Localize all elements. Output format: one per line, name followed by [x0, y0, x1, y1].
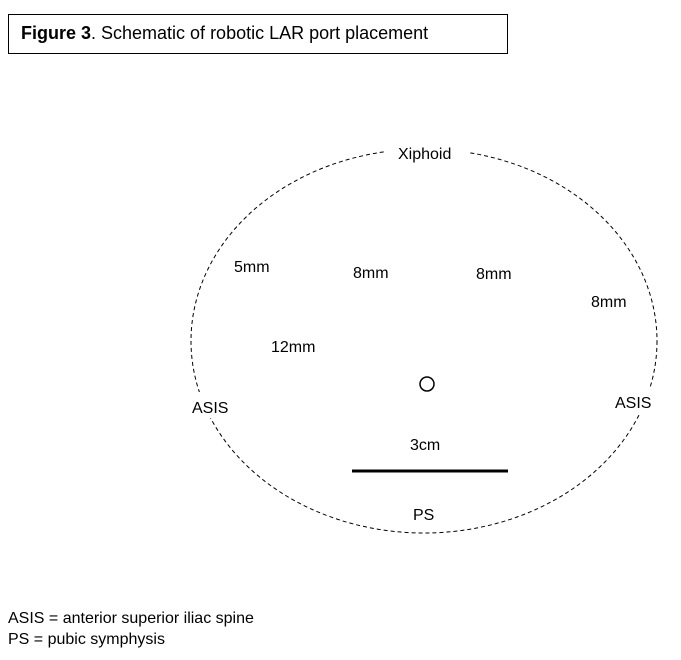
port-5mm-label: 5mm — [234, 259, 270, 276]
port-8mm-label-b: 8mm — [476, 266, 512, 283]
ps-label: PS — [413, 507, 434, 524]
figure-caption-text: . Schematic of robotic LAR port placemen… — [91, 23, 429, 43]
legend: ASIS = anterior superior iliac spine PS … — [8, 608, 254, 650]
port-8mm-label-c: 8mm — [591, 294, 627, 311]
ps-label-bg — [400, 500, 452, 528]
legend-line-asis: ASIS = anterior superior iliac spine — [8, 610, 254, 627]
xiphoid-label: Xiphoid — [398, 146, 451, 163]
asis-right-label-bg — [610, 387, 660, 413]
asis-right-label: ASIS — [615, 395, 651, 412]
abdomen-outline — [190, 148, 658, 534]
xiphoid-label-bg — [386, 138, 470, 166]
port-12mm-label: 12mm — [271, 339, 315, 356]
figure-caption: Figure 3. Schematic of robotic LAR port … — [21, 23, 428, 44]
umbilicus-marker — [419, 376, 435, 392]
asis-left-label-bg — [186, 392, 236, 418]
legend-line-ps: PS = pubic symphysis — [8, 631, 165, 648]
port-8mm-label-a: 8mm — [353, 265, 389, 282]
incision-label: 3cm — [410, 437, 440, 454]
figure-caption-box: Figure 3. Schematic of robotic LAR port … — [8, 14, 508, 54]
figure-caption-label: Figure 3 — [21, 23, 92, 43]
asis-left-label: ASIS — [192, 400, 228, 417]
